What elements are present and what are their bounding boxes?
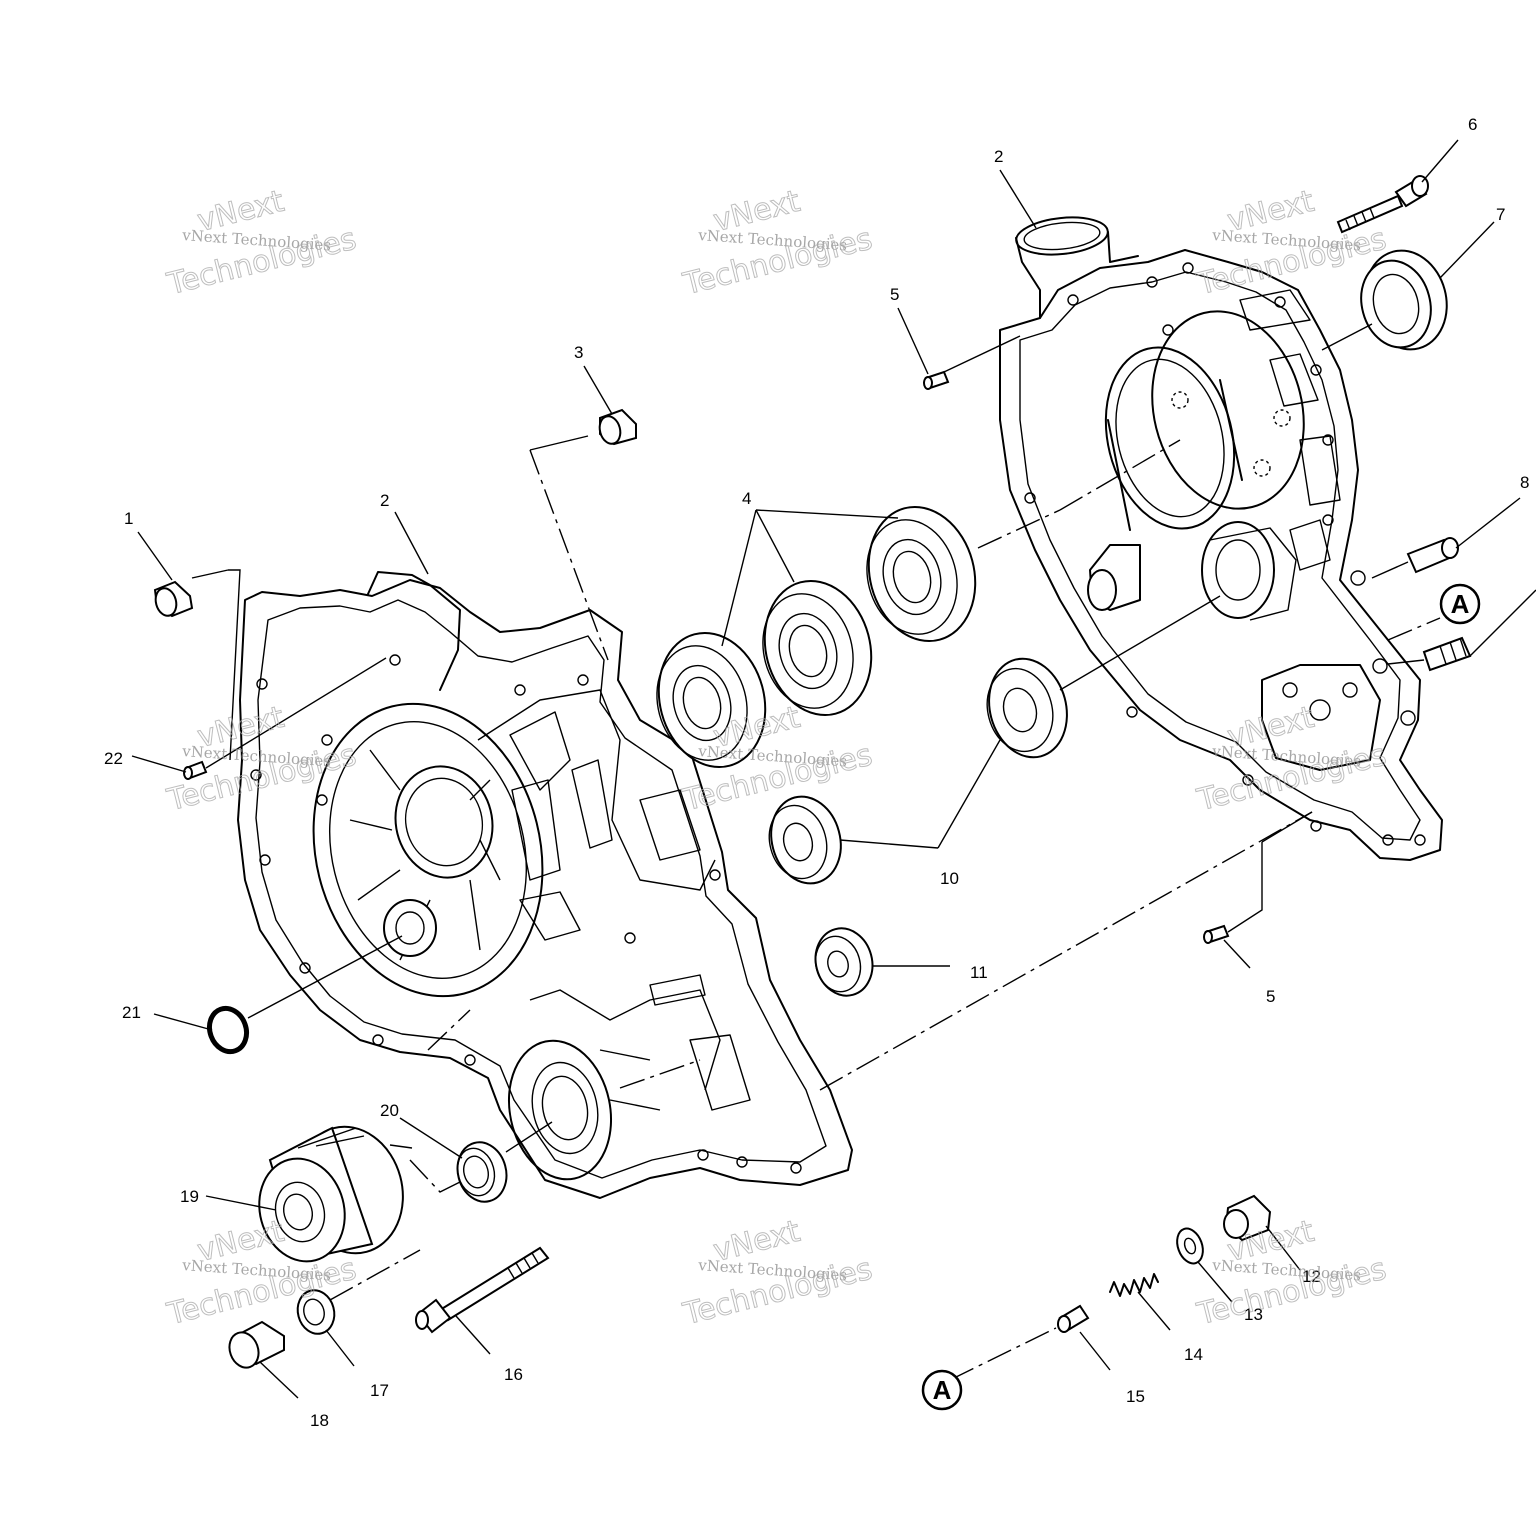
callout-12: 12 xyxy=(1302,1267,1321,1286)
part-1-bushing xyxy=(153,580,194,618)
callout-16: 16 xyxy=(504,1365,523,1384)
callout-2-right: 2 xyxy=(994,147,1003,166)
callout-3: 3 xyxy=(574,343,583,362)
svg-text:A: A xyxy=(1451,589,1470,619)
callout-14: 14 xyxy=(1184,1345,1203,1364)
left-crankcase-half xyxy=(237,571,853,1199)
reference-marks: A A xyxy=(921,583,1481,1411)
callout-7: 7 xyxy=(1496,205,1505,224)
right-crankcase-half xyxy=(999,216,1443,861)
callout-20: 20 xyxy=(380,1101,399,1120)
watermark-top-right: vNext Technologies vNext Technologies xyxy=(1193,183,1390,303)
part-4-bearing-3 xyxy=(866,505,977,643)
callout-18: 18 xyxy=(310,1411,329,1430)
reference-mark-a-upper: A xyxy=(1439,583,1481,625)
callout-2-left: 2 xyxy=(380,491,389,510)
callout-21: 21 xyxy=(122,1003,141,1022)
watermark-top-left: vNext Technologies vNext Technologies xyxy=(163,183,360,303)
part-22-dowel xyxy=(183,760,208,780)
callout-19: 19 xyxy=(180,1187,199,1206)
reference-mark-a-lower: A xyxy=(921,1369,963,1411)
callout-1: 1 xyxy=(124,509,133,528)
part-17-washer xyxy=(296,1289,336,1335)
part-13-washer xyxy=(1176,1227,1204,1265)
watermark-bottom-center: vNext Technologies vNext Technologies xyxy=(679,1213,876,1333)
callout-6: 6 xyxy=(1468,115,1477,134)
part-4-bearing-2 xyxy=(762,579,873,717)
callout-5-lower: 5 xyxy=(1266,987,1275,1006)
part-20-seal xyxy=(456,1141,508,1203)
part-10-bearing-upper xyxy=(986,657,1068,759)
watermark-mid-left: vNext Technologies vNext Technologies xyxy=(163,699,360,819)
callout-13: 13 xyxy=(1244,1305,1263,1324)
callout-15: 15 xyxy=(1126,1387,1145,1406)
part-4-bearing-1 xyxy=(656,631,767,769)
svg-text:A: A xyxy=(933,1375,952,1405)
part-12-bolt xyxy=(1223,1194,1272,1242)
callout-11: 11 xyxy=(970,963,988,982)
part-3-bushing xyxy=(598,408,637,446)
part-7-oil-seal xyxy=(1360,249,1448,351)
callout-22: 22 xyxy=(104,749,123,768)
part-11-bearing xyxy=(814,927,874,997)
leader-lines xyxy=(131,139,1536,1399)
callout-labels: 1 2 2 3 4 5 5 6 7 8 10 11 12 13 14 15 16… xyxy=(104,115,1529,1430)
part-8-sleeve xyxy=(1406,537,1459,574)
part-6-bolt xyxy=(1336,175,1429,234)
part-16-bolt xyxy=(415,1246,550,1334)
part-5-dowel-upper xyxy=(923,370,950,390)
callout-17: 17 xyxy=(370,1381,389,1400)
watermark-mid-right: vNext Technologies vNext Technologies xyxy=(1193,699,1390,819)
part-19-pulley xyxy=(258,1125,404,1263)
watermark-bottom-right: vNext Technologies vNext Technologies xyxy=(1193,1213,1390,1333)
part-21-o-ring xyxy=(206,1005,250,1055)
part-9-fitting xyxy=(1422,636,1472,672)
callout-4: 4 xyxy=(742,489,751,508)
right-case-bolt-holes xyxy=(1024,262,1426,846)
alignment-lines xyxy=(191,435,1441,1381)
part-5-dowel-lower xyxy=(1203,924,1230,944)
part-15-plunger xyxy=(1057,1304,1090,1333)
callout-8: 8 xyxy=(1520,473,1529,492)
left-case-bolt-holes xyxy=(250,654,802,1174)
watermark-top-center: vNext Technologies vNext Technologies xyxy=(679,183,876,303)
part-10-bearing-lower xyxy=(768,795,842,885)
callout-10: 10 xyxy=(940,869,959,888)
part-18-drain-plug xyxy=(228,1320,285,1369)
parts xyxy=(153,175,1472,1369)
callout-5-upper: 5 xyxy=(890,285,899,304)
part-14-spring xyxy=(1109,1273,1159,1297)
